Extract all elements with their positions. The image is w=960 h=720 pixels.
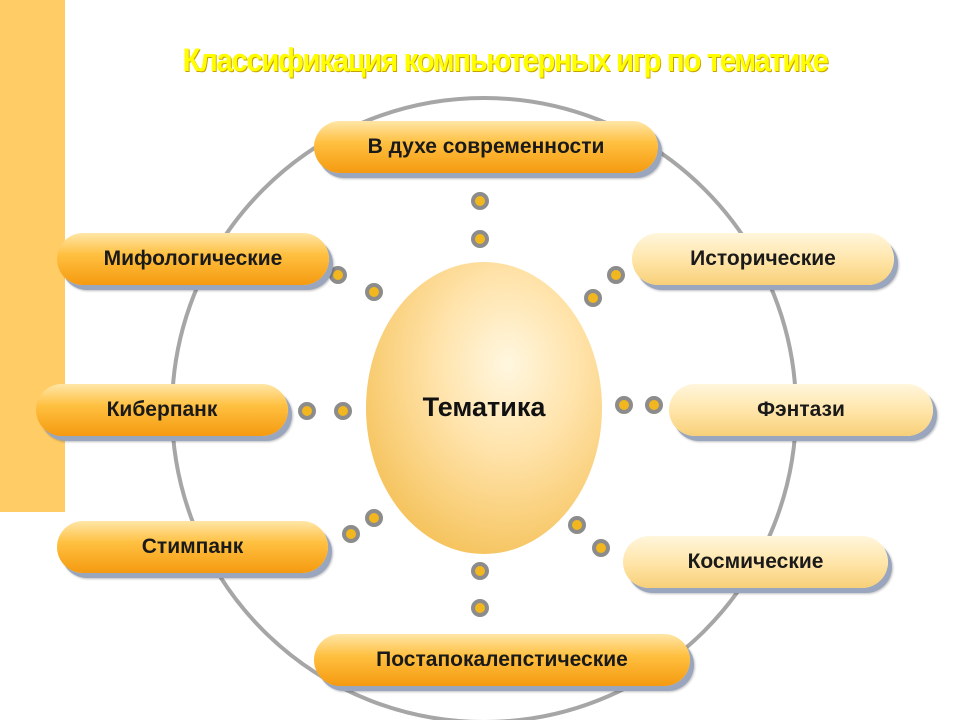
category-steampunk: Стимпанк <box>57 521 328 573</box>
connector-dot <box>584 289 602 307</box>
slide-title: Классификация компьютерных игр по темати… <box>182 42 829 78</box>
connector-dot <box>607 266 625 284</box>
center-ellipse <box>366 262 602 554</box>
connector-dot <box>615 396 633 414</box>
connector-dot <box>471 192 489 210</box>
connector-dot <box>568 516 586 534</box>
connector-dots <box>298 192 663 617</box>
connector-dot <box>645 396 663 414</box>
category-cyberpunk: Киберпанк <box>36 384 288 436</box>
category-space: Космические <box>623 536 888 588</box>
category-postapocalyptic: Постапокалепстические <box>314 634 690 686</box>
connector-dot <box>365 283 383 301</box>
category-fantasy: Фэнтази <box>669 384 933 436</box>
connector-dot <box>334 402 352 420</box>
connector-dot <box>471 599 489 617</box>
connector-dot <box>471 562 489 580</box>
category-mythological: Мифологические <box>57 233 329 285</box>
category-modern: В духе современности <box>314 121 658 173</box>
category-historical: Исторические <box>632 233 894 285</box>
connector-dot <box>365 509 383 527</box>
center-label: Тематика <box>422 392 546 422</box>
connector-dot <box>471 230 489 248</box>
connector-dot <box>592 539 610 557</box>
connector-dot <box>342 525 360 543</box>
connector-dot <box>298 402 316 420</box>
connector-dot <box>329 266 347 284</box>
